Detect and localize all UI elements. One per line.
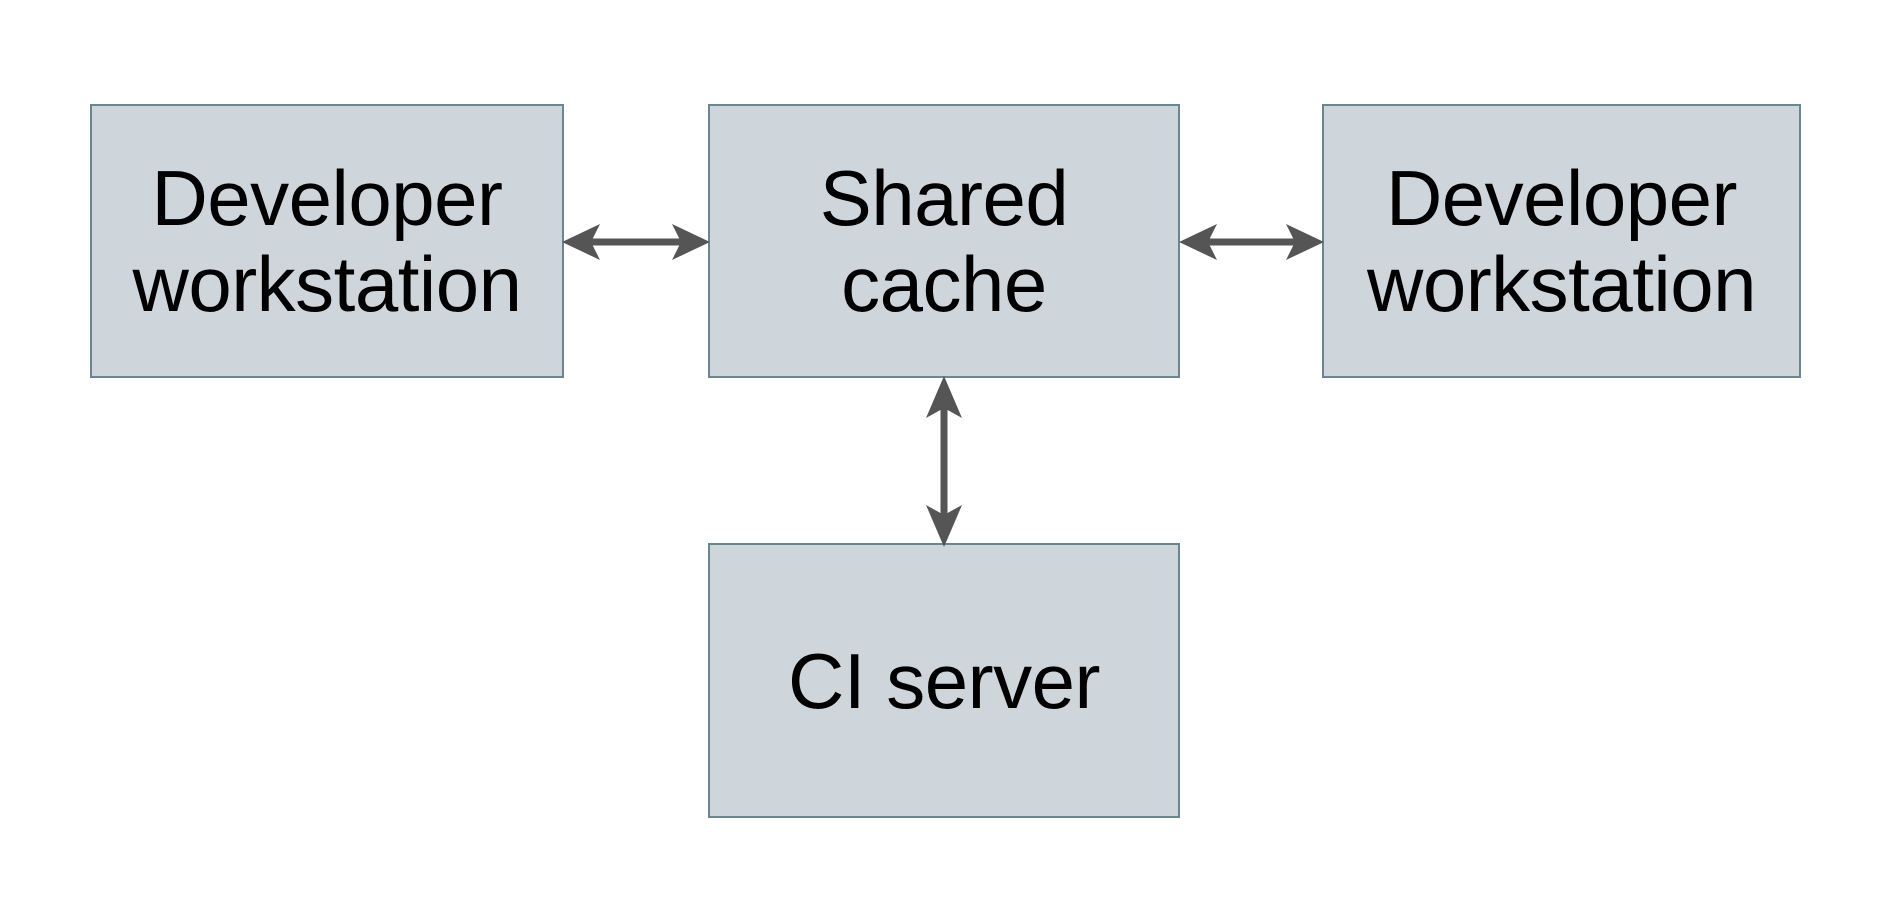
arrowhead-down-icon [926,505,962,547]
arrowhead-left-icon [1179,224,1217,260]
arrowhead-right-icon [672,224,710,260]
arrowhead-left-icon [562,224,600,260]
node-developer-workstation-left[interactable]: Developer workstation [90,104,564,378]
edge-shared-cache-to-ci-server[interactable] [908,374,980,549]
node-shared-cache[interactable]: Shared cache [708,104,1180,378]
node-developer-workstation-right[interactable]: Developer workstation [1322,104,1801,378]
arrowhead-right-icon [1286,224,1324,260]
node-label-developer-workstation-right: Developer workstation [1367,154,1757,328]
arrowhead-up-icon [926,376,962,418]
node-label-developer-workstation-left: Developer workstation [132,154,523,328]
edge-developer-left-to-shared-cache[interactable] [560,206,712,278]
node-label-ci-server: CI server [788,636,1100,725]
edge-shared-cache-to-developer-right[interactable] [1177,206,1326,278]
node-label-shared-cache: Shared cache [819,154,1069,328]
node-ci-server[interactable]: CI server [708,543,1180,818]
